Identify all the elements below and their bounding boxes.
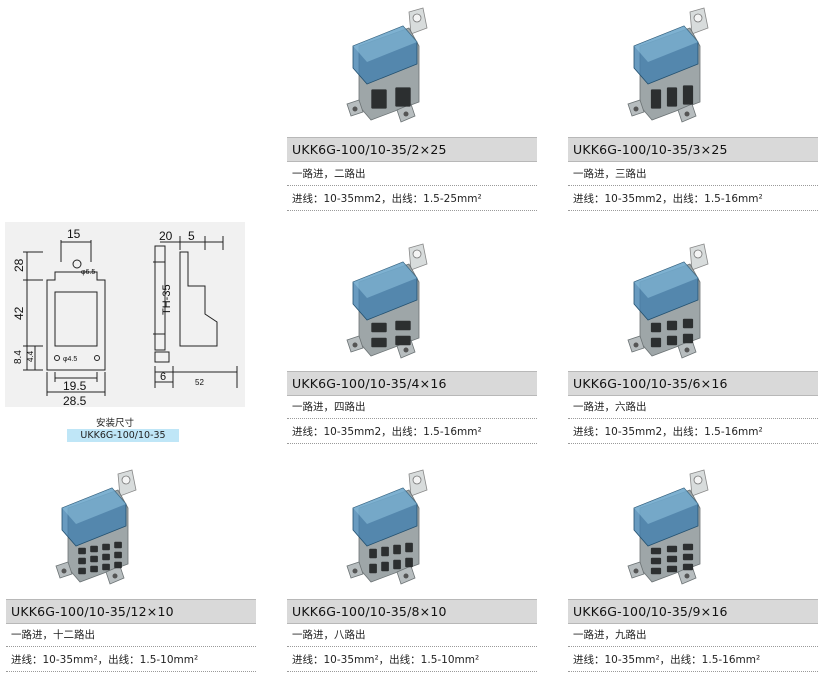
divider	[568, 443, 818, 444]
divider	[568, 185, 818, 186]
divider	[287, 671, 537, 672]
front-inner	[54, 291, 98, 347]
divider	[6, 671, 256, 672]
dim-side-b: 5	[188, 229, 195, 243]
product-description: 一路进，十二路出	[11, 629, 95, 641]
top-hole	[72, 259, 82, 269]
product-spec: 进线：10-35mm2，出线：1.5-16mm²	[573, 193, 763, 205]
dim-side-a: 20	[159, 229, 173, 243]
installation-model: UKK6G-100/10-35	[67, 429, 179, 442]
divider	[287, 443, 537, 444]
product-spec: 进线：10-35mm2，出线：1.5-16mm²	[573, 426, 763, 438]
product-title: UKK6G-100/10-35/2×25	[287, 137, 537, 162]
dim-side-d: 52	[195, 378, 204, 387]
divider	[568, 418, 818, 419]
divider	[287, 418, 537, 419]
product-spec: 进线：10-35mm²，出线：1.5-16mm²	[573, 654, 761, 666]
divider	[287, 210, 537, 211]
installation-caption: 安装尺寸	[95, 418, 134, 429]
dim-base-outer: 28.5	[63, 394, 87, 407]
divider	[568, 671, 818, 672]
product-description: 一路进，六路出	[573, 401, 647, 413]
terminal-block-image	[627, 243, 709, 359]
product-description: 一路进，三路出	[573, 168, 647, 180]
dim-rail: TH-35	[161, 284, 173, 315]
dim-hole-top: φ6.5	[81, 269, 95, 276]
dim-h-small-b: 4.4	[26, 350, 35, 362]
divider	[287, 646, 537, 647]
product-spec: 进线：10-35mm²，出线：1.5-10mm²	[292, 654, 480, 666]
dim-top-width: 15	[67, 227, 81, 241]
divider	[568, 646, 818, 647]
front-outline	[46, 271, 106, 371]
product-title: UKK6G-100/10-35/6×16	[568, 371, 818, 396]
dim-height-body: 42	[12, 306, 26, 320]
product-spec: 进线：10-35mm2，出线：1.5-16mm²	[292, 426, 482, 438]
divider	[6, 646, 256, 647]
installation-drawing: 15 28 42 8.4 4.4 φ4.5 φ6.5 19.5 28.5 20 …	[5, 222, 245, 408]
dimension-diagram: 15 28 42 8.4 4.4 φ4.5 φ6.5 19.5 28.5 20 …	[12, 227, 238, 408]
terminal-block-image	[627, 7, 709, 123]
product-title: UKK6G-100/10-35/4×16	[287, 371, 537, 396]
dim-base-inner: 19.5	[63, 379, 87, 393]
product-title: UKK6G-100/10-35/9×16	[568, 599, 818, 624]
terminal-block-image	[346, 243, 428, 359]
terminal-block-image	[346, 469, 428, 585]
product-title: UKK6G-100/10-35/12×10	[6, 599, 256, 624]
dim-hole-small: φ4.5	[63, 356, 77, 363]
side-outline	[179, 251, 218, 347]
divider	[287, 185, 537, 186]
divider	[568, 210, 818, 211]
dim-h-small-a: 8.4	[13, 350, 24, 364]
product-description: 一路进，四路出	[292, 401, 366, 413]
product-spec: 进线：10-35mm2，出线：1.5-25mm²	[292, 193, 482, 205]
terminal-block-image	[55, 469, 137, 585]
product-description: 一路进，二路出	[292, 168, 366, 180]
terminal-block-image	[627, 469, 709, 585]
product-spec: 进线：10-35mm²，出线：1.5-10mm²	[11, 654, 199, 666]
product-description: 一路进，八路出	[292, 629, 366, 641]
product-title: UKK6G-100/10-35/3×25	[568, 137, 818, 162]
product-title: UKK6G-100/10-35/8×10	[287, 599, 537, 624]
dim-side-c: 6	[160, 371, 166, 383]
terminal-block-image	[346, 7, 428, 123]
product-description: 一路进，九路出	[573, 629, 647, 641]
dim-height-top: 28	[12, 258, 26, 272]
